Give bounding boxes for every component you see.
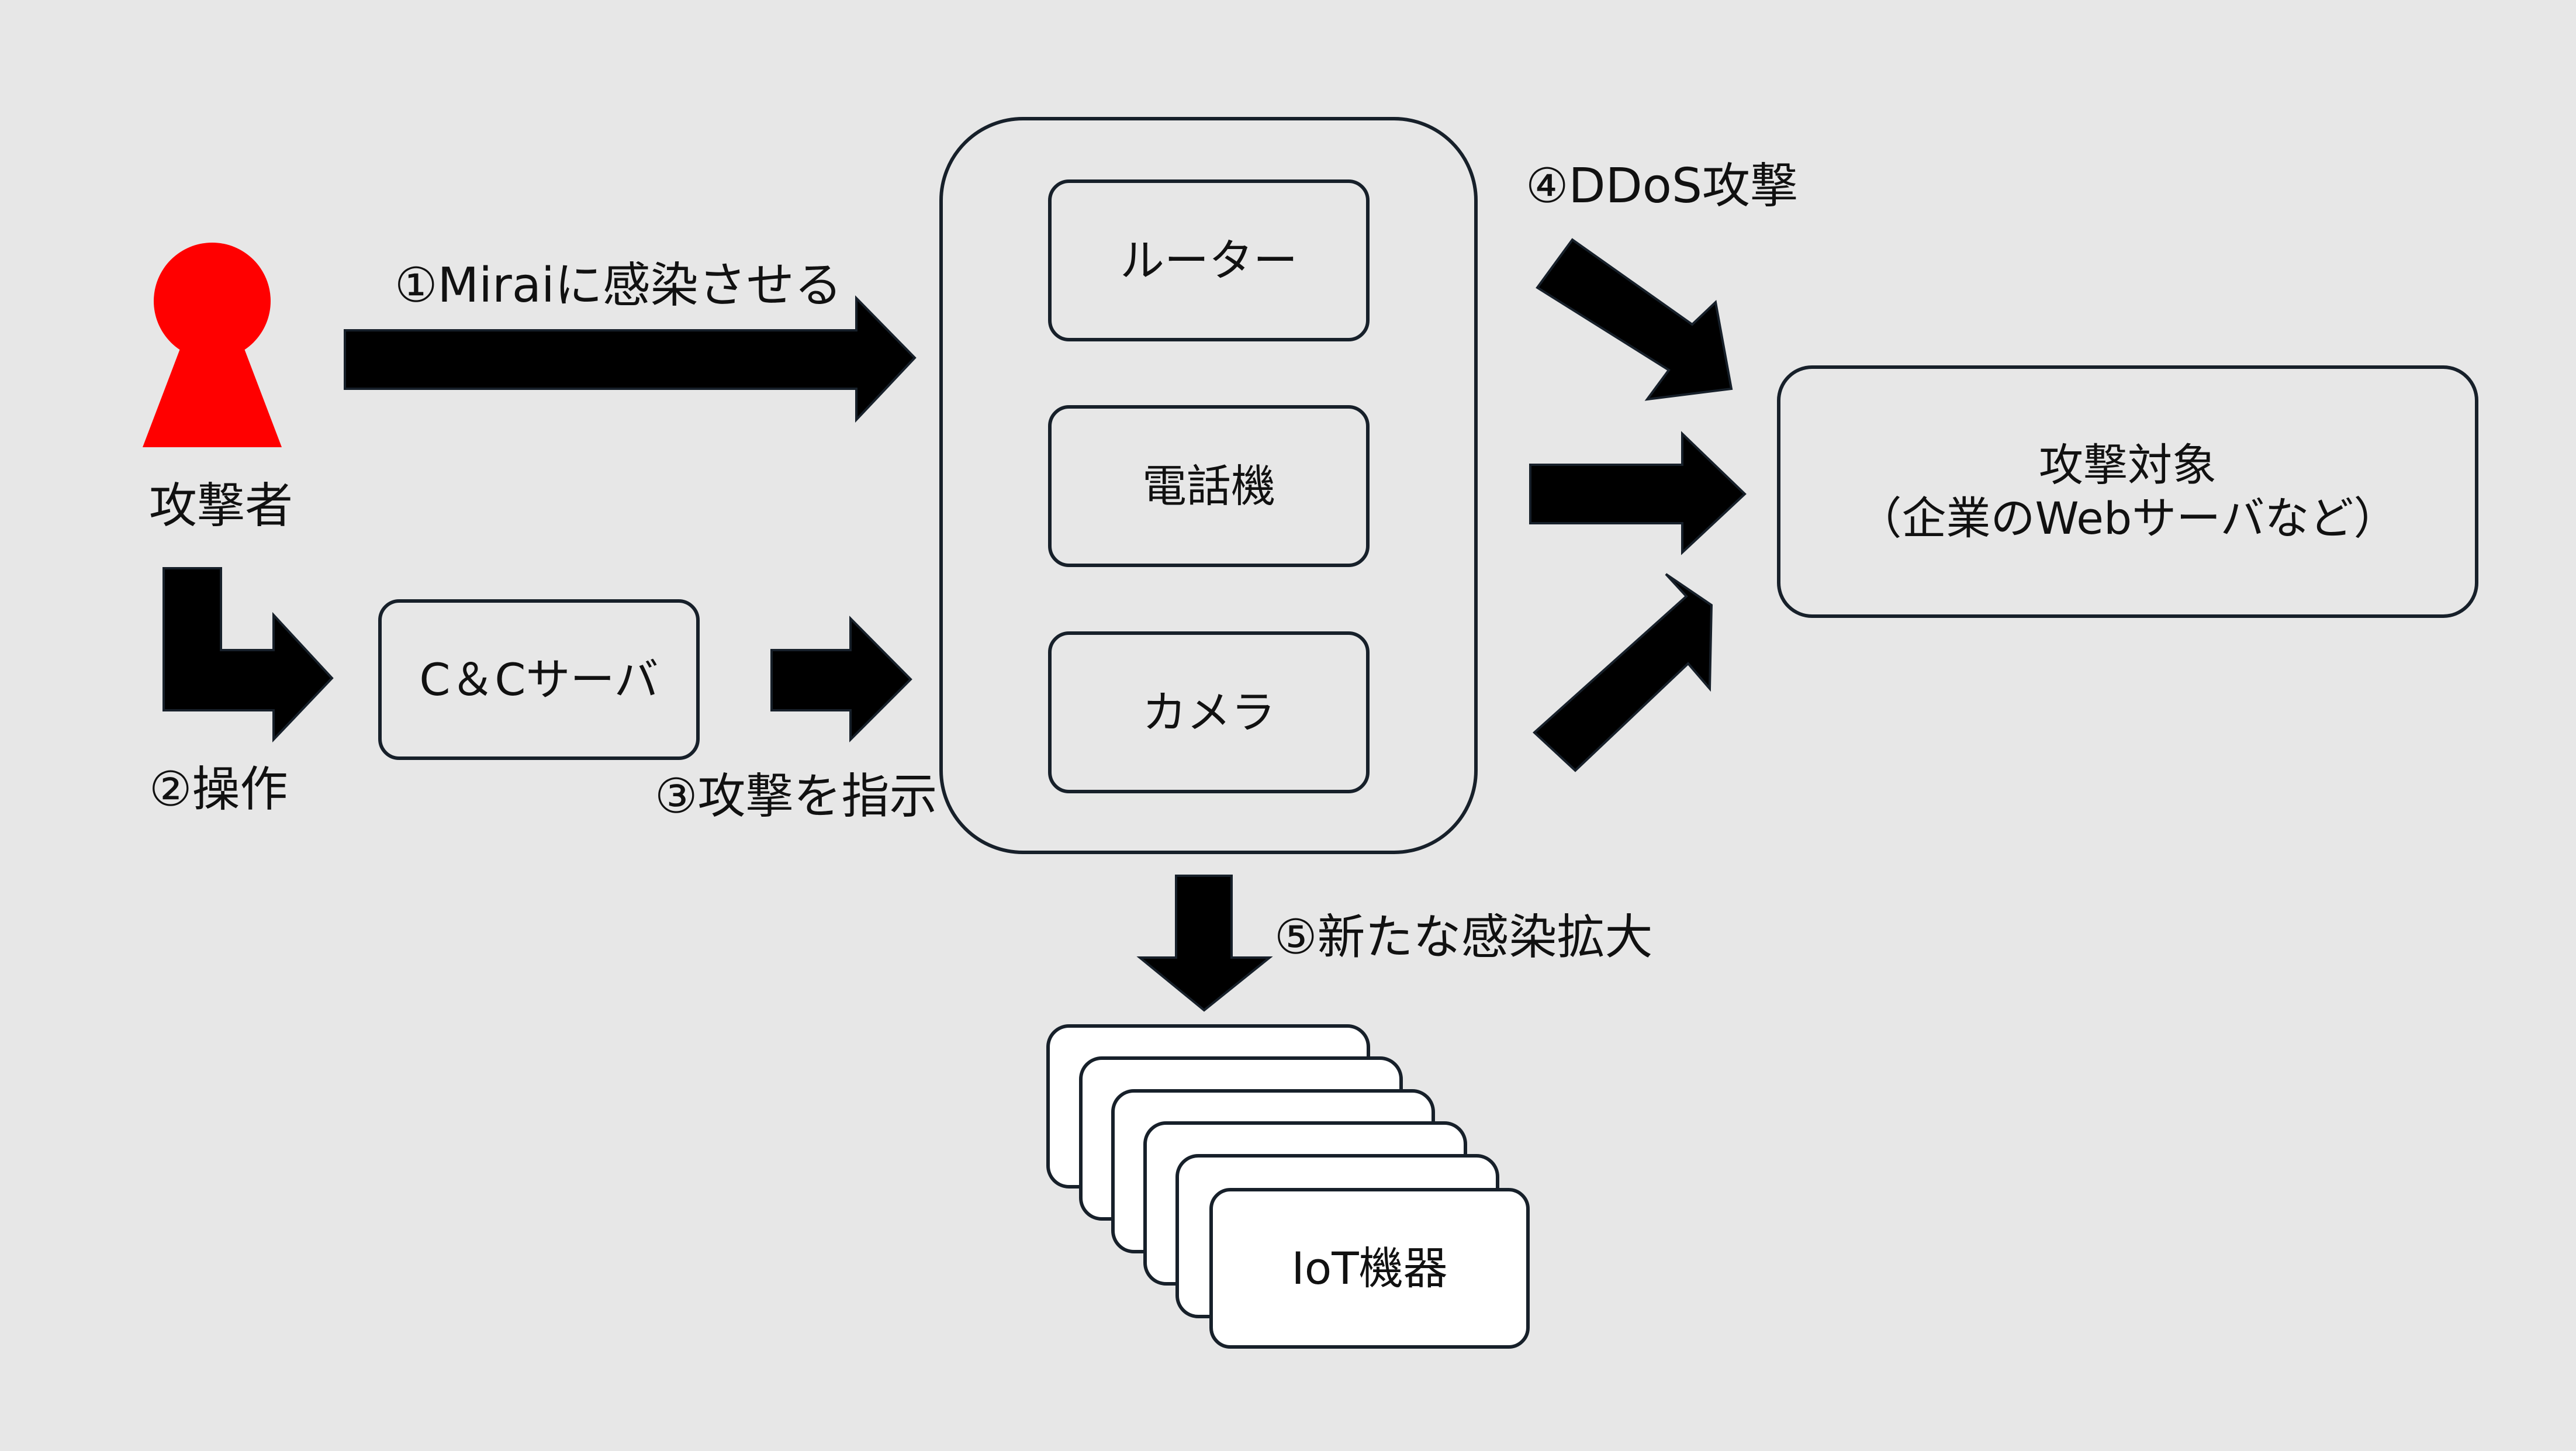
device-router-label: ルーター <box>1120 234 1298 286</box>
arrow-operate <box>162 567 334 742</box>
arrow-infect <box>344 295 917 423</box>
cc-server-box: C＆Cサーバ <box>378 599 700 760</box>
device-camera-box: カメラ <box>1048 631 1370 793</box>
step-command-label: ③攻撃を指示 <box>655 769 938 824</box>
device-router-box: ルーター <box>1048 179 1370 341</box>
attacker-label: 攻撃者 <box>149 478 293 534</box>
device-phone-box: 電話機 <box>1048 405 1370 567</box>
arrow-ddos-upper <box>1536 238 1733 401</box>
attacker-person-icon <box>143 243 282 447</box>
iot-device-label: IoT機器 <box>1291 1242 1448 1294</box>
step-ddos-label: ④DDoS攻撃 <box>1526 158 1799 214</box>
attack-target-box: 攻撃対象 （企業のWebサーバなど） <box>1777 365 2478 618</box>
arrow-ddos-lower <box>1533 573 1713 772</box>
step-operate-label: ②操作 <box>149 762 288 817</box>
cc-server-label: C＆Cサーバ <box>419 653 659 706</box>
step-infect-label: ①Miraiに感染させる <box>395 258 842 313</box>
devices-group-container <box>939 117 1478 854</box>
iot-device-box: IoT機器 <box>1209 1188 1530 1349</box>
step-spread-label: ⑤新たな感染拡大 <box>1274 910 1653 965</box>
attack-target-title: 攻撃対象 <box>2039 438 2217 491</box>
arrow-spread <box>1136 875 1273 1012</box>
device-phone-label: 電話機 <box>1142 460 1275 512</box>
device-camera-label: カメラ <box>1142 686 1275 738</box>
arrow-ddos-middle <box>1529 431 1747 555</box>
attack-target-subtitle: （企業のWebサーバなど） <box>1857 492 2398 544</box>
arrow-command <box>770 616 912 742</box>
